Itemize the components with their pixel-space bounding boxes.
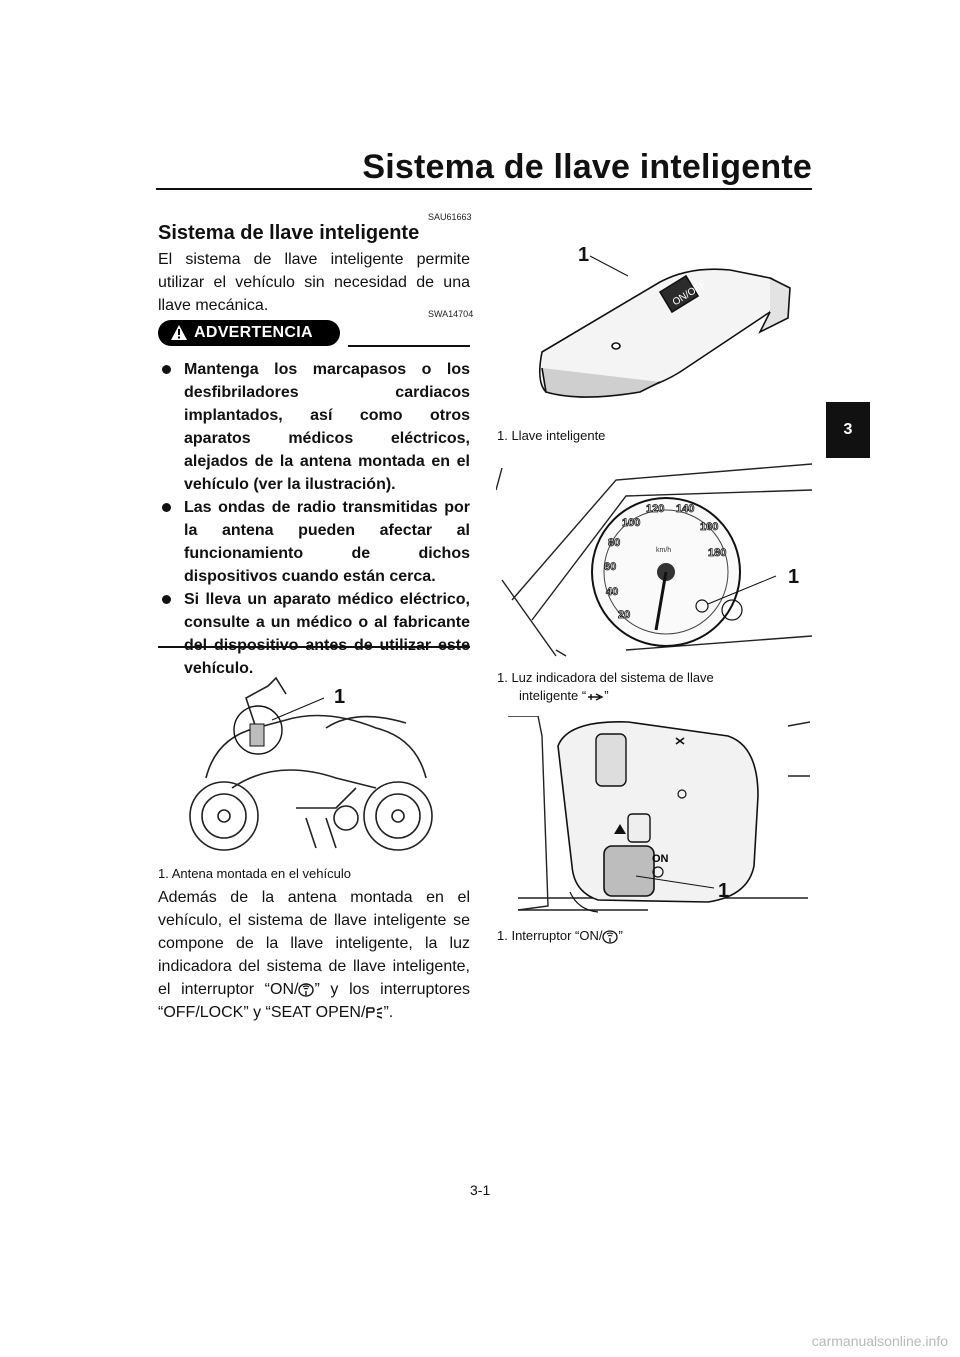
indicator-symbol-icon <box>588 692 604 701</box>
callout-key: 1 <box>578 244 590 266</box>
bullet-icon <box>162 365 171 374</box>
warning-item: Si lleva un aparato médico eléctrico, co… <box>158 588 470 680</box>
caption-switch: 1. Interruptor “ON/” <box>497 928 623 944</box>
callout-antenna: 1 <box>334 686 346 708</box>
intro-paragraph: El sistema de llave inteligente permite … <box>158 251 470 314</box>
caption-key: 1. Llave inteligente <box>497 428 606 443</box>
caption-indicator-line1: 1. Luz indicadora del sistema de llave <box>497 670 714 685</box>
switch-on-label: ON <box>652 853 669 865</box>
page-number: 3-1 <box>470 1182 491 1198</box>
watermark[interactable]: carmanualsonline.info <box>811 1333 948 1349</box>
warning-icon <box>171 325 187 340</box>
speed-unit-label: km/h <box>656 547 671 554</box>
smart-key-illustration: ON/OFF <box>538 255 791 398</box>
callout-indicator: 1 <box>788 566 800 588</box>
warning-label: ADVERTENCIA <box>194 324 313 341</box>
speed-label: 120 <box>646 503 664 515</box>
scooter-illustration <box>189 676 433 851</box>
section-heading: Sistema de llave inteligente <box>158 222 420 244</box>
speed-label: 100 <box>622 517 640 529</box>
section-code: SAU61663 <box>428 212 472 222</box>
title-rule <box>156 188 812 190</box>
switch-illustration: ON <box>508 716 810 913</box>
caption-indicator-line2: inteligente “” <box>519 688 609 703</box>
page-title: Sistema de llave inteligente <box>362 148 812 186</box>
chapter-tab: 3 <box>826 402 870 458</box>
speed-label: 180 <box>708 547 726 559</box>
warning-item: Mantenga los marcapasos o los desfibrila… <box>158 358 470 496</box>
warning-list: Mantenga los marcapasos o los desfibrila… <box>158 358 470 680</box>
speed-label: 160 <box>700 521 718 533</box>
components-paragraph: Además de la antena montada en el vehícu… <box>158 889 470 1021</box>
bullet-icon <box>162 595 171 604</box>
warning-rule-bottom <box>158 646 470 648</box>
bullet-icon <box>162 503 171 512</box>
smart-key-symbol-icon <box>298 983 315 997</box>
warning-badge: ADVERTENCIA <box>158 320 340 346</box>
seat-open-symbol-icon <box>366 1006 383 1019</box>
speedometer-illustration: 20 40 60 80 100 120 140 160 180 km/h <box>496 463 812 657</box>
speed-label: 20 <box>618 609 630 621</box>
warning-rule-top <box>348 345 470 347</box>
smart-key-symbol-icon <box>602 929 619 944</box>
speed-label: 80 <box>608 537 620 549</box>
speed-label: 140 <box>676 503 694 515</box>
caption-antenna: 1. Antena montada en el vehículo <box>158 866 351 881</box>
warning-item: Las ondas de radio transmitidas por la a… <box>158 496 470 588</box>
speed-label: 60 <box>604 561 616 573</box>
callout-switch: 1 <box>718 880 730 902</box>
warning-code: SWA14704 <box>428 309 474 319</box>
speed-label: 40 <box>606 586 618 598</box>
